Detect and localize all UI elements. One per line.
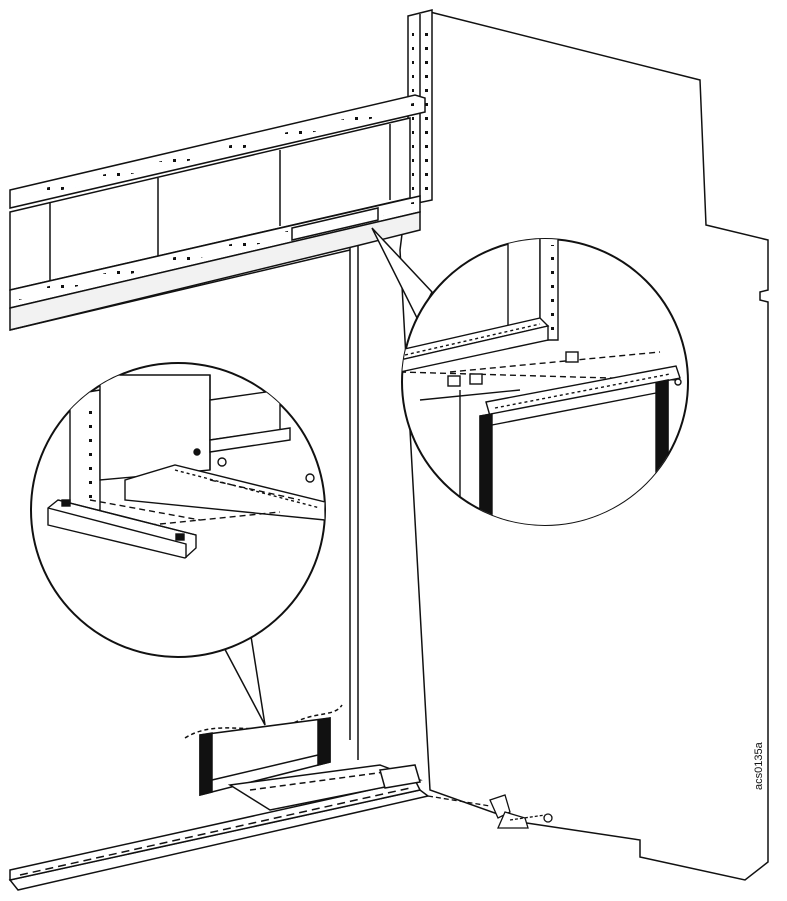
lower-opening: [184, 704, 343, 796]
front-panel: [9, 245, 359, 760]
bottom-rail: [8, 764, 430, 891]
floor-bracket: [427, 794, 553, 829]
upper-rail-assembly: [9, 94, 426, 331]
figure-id-label: acs0135a: [753, 742, 765, 790]
left-detail-callout: [30, 362, 326, 726]
